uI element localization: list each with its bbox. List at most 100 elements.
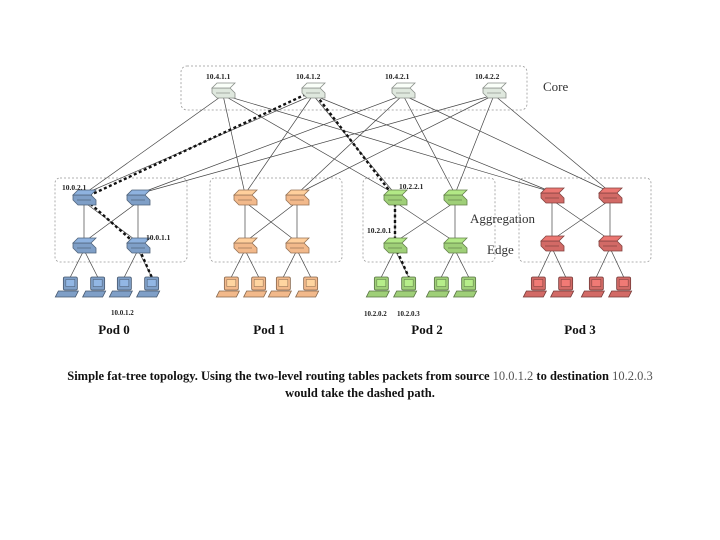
link	[493, 94, 611, 193]
host-computer-icon	[215, 276, 240, 298]
link	[296, 249, 311, 278]
link	[244, 201, 298, 243]
core-switch-address: 10.4.1.1	[206, 72, 231, 81]
host-computer-icon	[453, 276, 478, 298]
monitor-screen	[65, 279, 76, 287]
keyboard	[243, 290, 268, 298]
keyboard	[550, 290, 575, 298]
keyboard	[522, 290, 547, 298]
pod2-host-address: 10.2.0.2	[364, 310, 387, 318]
edge-switch-icon	[285, 237, 310, 254]
switch-top	[443, 237, 468, 244]
monitor-screen	[591, 279, 602, 287]
link	[596, 247, 611, 278]
edge-switch-icon	[540, 235, 565, 252]
host-computer-icon	[425, 276, 450, 298]
pod-label: Pod 2	[411, 322, 442, 337]
caption-text: would take the dashed path.	[285, 386, 435, 400]
switch-top	[598, 187, 623, 194]
pod0-edge-address: 10.0.1.1	[146, 233, 171, 242]
host-computer-icon	[82, 276, 107, 298]
monitor-screen	[305, 279, 316, 287]
core-switch-address: 10.4.2.2	[475, 72, 500, 81]
edge-switch-icon	[598, 235, 623, 252]
host-computer-icon	[550, 276, 575, 298]
edge-switch-icon	[126, 237, 151, 254]
edge-switch-icon	[233, 237, 258, 254]
link	[222, 94, 396, 195]
link	[83, 94, 314, 195]
keyboard	[365, 290, 390, 298]
aggregation-switch-icon	[540, 187, 565, 204]
pod-group-box	[518, 177, 652, 263]
pod0-agg-address: 10.0.2.1	[62, 183, 87, 192]
caption-text: to destination	[533, 369, 613, 383]
switch-top	[540, 187, 565, 194]
link	[83, 94, 224, 195]
pod2-host-address: 10.2.0.3	[397, 310, 420, 318]
switch-top	[285, 189, 310, 196]
link	[402, 94, 456, 195]
pod-label: Pod 0	[98, 322, 129, 337]
host-computer-icon	[267, 276, 292, 298]
link	[538, 247, 553, 278]
keyboard	[136, 290, 161, 298]
aggregation-switch-icon	[383, 189, 408, 206]
aggregation-switch-icon	[233, 189, 258, 206]
monitor-screen	[253, 279, 264, 287]
aggregation-switch-icon	[443, 189, 468, 206]
monitor-screen	[119, 279, 130, 287]
link	[381, 249, 396, 278]
link	[454, 94, 495, 195]
switch-top	[126, 189, 151, 196]
host-computer-icon	[608, 276, 633, 298]
switch-top	[383, 237, 408, 244]
link	[394, 201, 456, 243]
core-label: Core	[543, 79, 569, 94]
link	[222, 94, 553, 193]
switch-top	[233, 237, 258, 244]
pod2-edge-address: 10.2.0.1	[367, 226, 392, 235]
switch-top	[211, 82, 236, 89]
pod-label: Pod 1	[253, 322, 284, 337]
pod-group-box	[362, 177, 496, 263]
host-computer-icon	[580, 276, 605, 298]
link	[137, 249, 152, 278]
switch-top	[72, 189, 97, 196]
link	[296, 94, 495, 195]
dashed-path-segment	[312, 90, 396, 199]
core-switch-icon	[211, 82, 236, 99]
switch-top	[383, 189, 408, 196]
dashed-path-segment	[83, 89, 314, 200]
host-computer-icon	[365, 276, 390, 298]
core-switch-icon	[391, 82, 416, 99]
figure-caption: Simple fat-tree topology. Using the two-…	[60, 368, 660, 402]
switch-top	[72, 237, 97, 244]
switch-top	[540, 235, 565, 242]
monitor-screen	[403, 279, 414, 287]
keyboard	[425, 290, 450, 298]
keyboard	[108, 290, 133, 298]
pod-group-box	[209, 177, 343, 263]
link	[296, 94, 404, 195]
keyboard	[453, 290, 478, 298]
monitor-screen	[226, 279, 237, 287]
core-switch-address: 10.4.2.1	[385, 72, 410, 81]
link	[454, 249, 469, 278]
core-switch-icon	[482, 82, 507, 99]
link	[312, 94, 553, 193]
caption-source-address: 10.0.1.2	[492, 369, 534, 383]
keyboard	[54, 290, 79, 298]
keyboard	[82, 290, 107, 298]
dashed-path-segment	[83, 197, 139, 247]
link	[551, 199, 611, 241]
aggregation-switch-icon	[126, 189, 151, 206]
switch-top	[301, 82, 326, 89]
edge-switch-icon	[383, 237, 408, 254]
switch-top	[443, 189, 468, 196]
switch-top	[126, 237, 151, 244]
monitor-screen	[533, 279, 544, 287]
link	[441, 249, 456, 278]
link	[551, 247, 566, 278]
